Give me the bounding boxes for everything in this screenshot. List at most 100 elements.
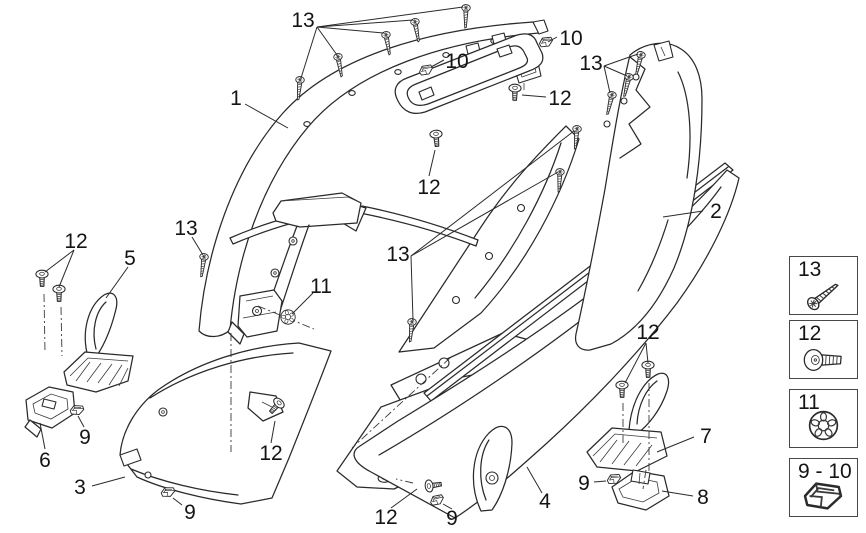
leader-line [603,65,628,77]
fastener-screw-short-12 [52,284,66,302]
legend-item-9-10: 9 - 10 [789,458,858,517]
legend-item-11: 11 [789,389,858,448]
leader-line [410,255,414,321]
leader-line [521,94,547,98]
fastener-clip-9 [160,485,176,499]
leader-line [316,6,464,28]
part-1-lower-structure [227,192,479,345]
assembly-axis [351,357,451,449]
assembly-axis [642,469,647,490]
leader-lines [39,6,704,510]
center-inner-panel [398,125,580,353]
legend-item-12: 12 [789,320,858,379]
leader-line [105,266,129,299]
assembly-axes [43,293,650,490]
leader-line [442,503,453,510]
leader-line [316,19,414,28]
callout-label-7: 7 [700,425,712,448]
callout-label-10: 10 [445,50,468,73]
callout-label-13: 13 [579,52,602,75]
callout-label-12: 12 [636,321,659,344]
callout-label-12: 12 [548,87,571,110]
leader-line [410,130,575,257]
leader-line [58,249,75,288]
leader-line [662,210,704,218]
leader-line [430,59,445,68]
callout-label-9: 9 [184,501,196,524]
assembly-axis [395,478,414,484]
legend-item-number: 9 - 10 [798,460,852,483]
callout-label-13: 13 [291,9,314,32]
leader-line [39,422,46,450]
callout-label-5: 5 [124,247,136,270]
leader-line [191,236,204,256]
assembly-axis [60,306,63,357]
legend-item-number: 11 [798,391,820,414]
part-6-left-bracket [24,386,76,438]
leader-line [603,65,611,94]
assembly-axis [257,305,315,330]
fastener-screw-short-12 [35,269,49,287]
part-4-end-fin [472,425,513,512]
callout-label-2: 2 [710,200,722,223]
leader-line [547,36,558,43]
part-5-left-footrest [63,292,134,393]
callout-label-8: 8 [697,486,709,509]
leader-line [91,476,126,487]
leader-line [300,26,318,79]
part-3-lower-left-panel [119,342,332,505]
callout-label-13: 13 [386,243,409,266]
fastener-screw-short-12 [615,380,629,398]
callout-label-12: 12 [64,230,87,253]
leader-line [526,466,543,494]
callout-label-12: 12 [259,442,282,465]
fastener-clip-10 [537,35,555,49]
legend-item-number: 12 [798,322,822,345]
leader-line [645,342,649,364]
callout-label-12: 12 [417,176,440,199]
leader-line [661,490,694,497]
fastener-star-washer-11 [278,307,298,327]
part-8-right-bracket [611,469,670,511]
leader-line [316,26,385,34]
screw-short-side-icon [803,349,842,371]
leader-line [316,26,338,56]
assembly-axis [43,293,46,353]
callout-label-10: 10 [559,27,582,50]
leader-line [593,480,607,483]
fastener-screw-short-12 [429,129,444,148]
callout-label-1: 1 [230,87,242,110]
leader-line [270,420,276,444]
callout-label-9: 9 [79,426,91,449]
fastener-screw-short-12 [641,360,655,378]
callout-label-4: 4 [539,490,551,513]
callout-label-3: 3 [74,476,86,499]
fastener-screw-short-12 [507,83,522,102]
legend-item-number: 13 [798,258,822,281]
screw-long-diag-icon [798,271,848,313]
callout-label-12: 12 [374,506,397,529]
leader-line [603,53,639,67]
callout-label-9: 9 [578,472,590,495]
fastener-screw-long-13 [602,90,618,116]
leader-line [244,103,289,129]
top-inner-bracket [394,33,544,114]
leader-line [624,342,647,384]
callout-label-11: 11 [310,275,332,298]
leader-line [77,415,85,428]
clip-icon [803,482,843,510]
leader-line [390,488,418,509]
legend-item-13: 13 [789,256,858,315]
callout-label-9: 9 [446,507,458,530]
callout-label-6: 6 [39,449,51,472]
leader-line [44,249,75,273]
leader-line [172,497,183,506]
leader-line [656,436,695,453]
fastener-screw-long-13 [460,3,471,29]
leader-line [291,292,314,315]
leader-line [410,171,559,257]
leader-line [428,149,436,177]
